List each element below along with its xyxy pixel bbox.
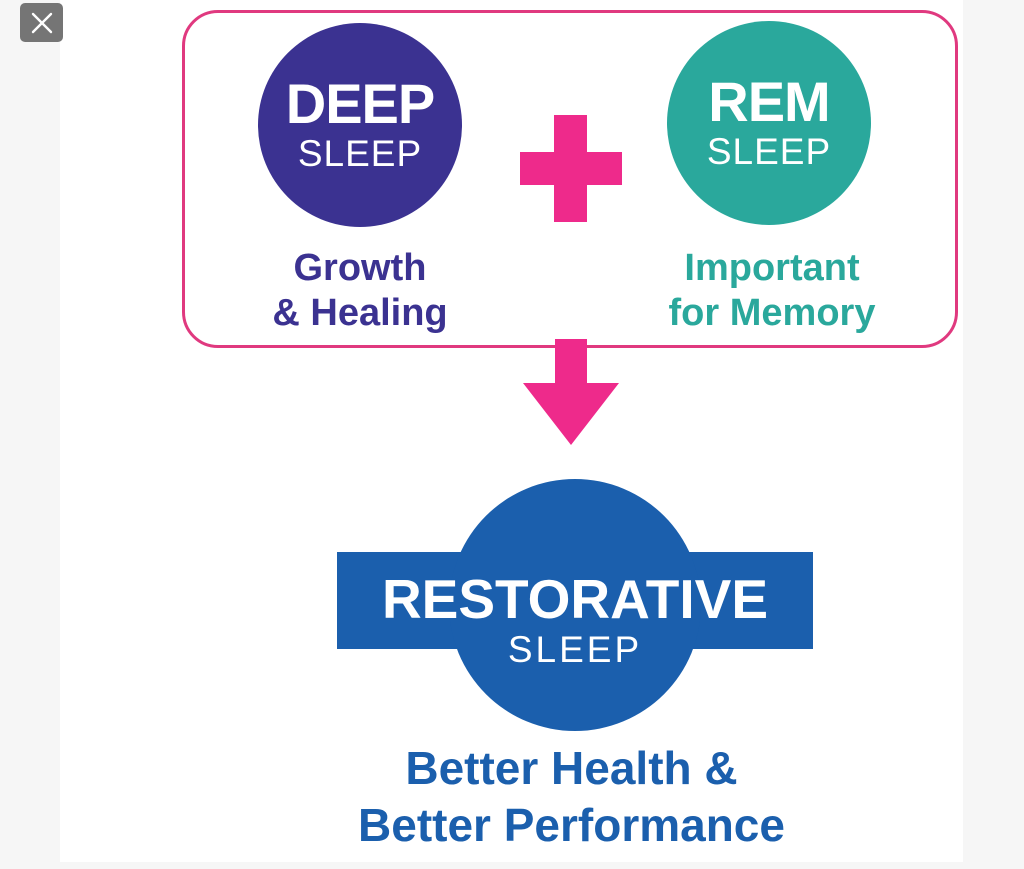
down-arrow-icon (523, 383, 619, 445)
deep-sleep-circle: DEEP SLEEP (258, 23, 462, 227)
rem-sleep-circle: REM SLEEP (667, 21, 871, 225)
rem-sleep-subtitle: SLEEP (706, 131, 832, 172)
down-arrow-icon (555, 339, 587, 385)
restorative-subtitle: SLEEP (507, 629, 643, 670)
rem-sleep-title: REM (708, 70, 830, 133)
rem-caption-line2: for Memory (668, 292, 876, 334)
infographic-image: DEEP SLEEP REM SLEEP Growth & Healing Im… (60, 0, 963, 862)
outcome-text: Better Health & Better Performance (120, 740, 1023, 854)
rem-caption-line1: Important (684, 247, 860, 289)
deep-caption-line1: Growth (293, 247, 427, 289)
outcome-line1: Better Health & (405, 742, 738, 794)
deep-sleep-subtitle: SLEEP (297, 133, 423, 174)
outcome-line2: Better Performance (358, 799, 785, 851)
deep-sleep-title: DEEP (285, 72, 435, 135)
restorative-title: RESTORATIVE (381, 568, 769, 630)
close-button[interactable] (20, 3, 63, 42)
deep-caption-line2: & Healing (272, 292, 448, 334)
deep-sleep-caption: Growth & Healing (220, 246, 500, 336)
rem-sleep-caption: Important for Memory (630, 246, 914, 336)
close-icon (31, 12, 52, 33)
plus-icon (554, 115, 587, 222)
restorative-circle (449, 479, 701, 731)
